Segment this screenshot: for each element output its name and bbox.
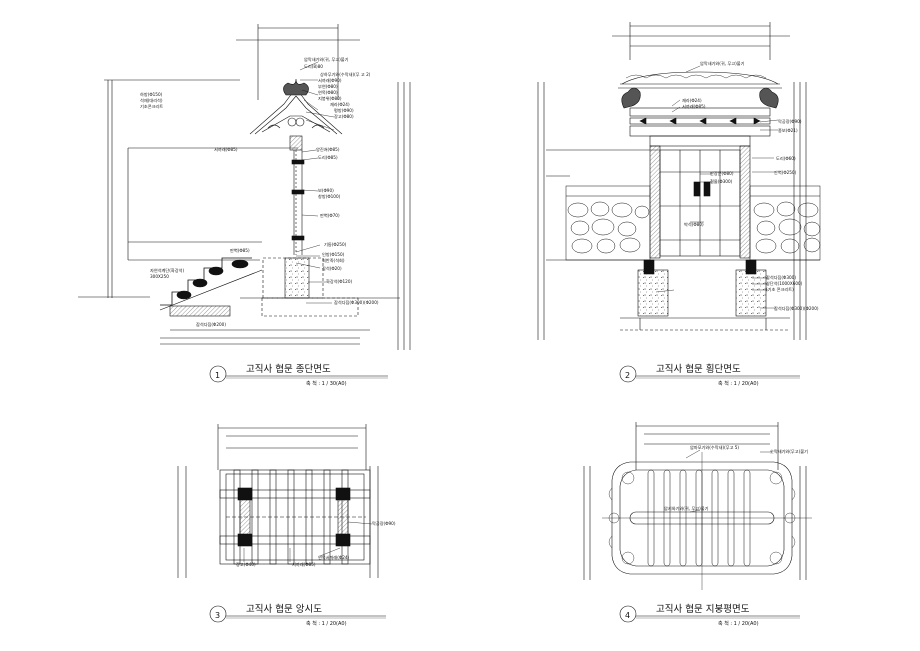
drawing-1-title: 고직사 협문 종단면도: [246, 363, 331, 375]
label-1-3: 서까래(Φ90): [318, 77, 342, 84]
label-2-6: 판벽(Φ250): [774, 169, 797, 176]
label-1-15: 판벽(Φ70): [320, 212, 340, 219]
drawing-3-number: 3: [215, 611, 220, 620]
label-4-0: 암마모기와(수막새)(무고 5): [690, 444, 739, 451]
label-1-17: 기둥(Φ250): [324, 241, 347, 248]
drawing-3-title: 고직사 협문 앙시도: [246, 603, 322, 615]
label-1-4: 부연(Φ80): [318, 83, 338, 90]
drawing-1-labels: 암막새기와(귀, 무고)불기 도리(8)80 상하무기와(수막새)(무 고 2)…: [150, 56, 379, 328]
label-2-1: 재라(Φ24): [682, 97, 702, 104]
label-1-18: 인방(Φ150): [322, 251, 345, 257]
label-2-12: (기초 콘크리트): [766, 286, 794, 293]
drawing-1-number: 1: [215, 371, 220, 380]
label-1-14: 창방(Φ100): [318, 193, 341, 199]
drawing-2-scale: 축 척 : 1 / 20(A0): [718, 380, 759, 387]
drawing-1-longitudinal-section: [78, 24, 411, 350]
label-1-23: 화강석(Φ120): [326, 278, 352, 285]
label-4-2: 암키와기와(귀, 무고)불기: [664, 505, 709, 512]
drawing-4-number: 4: [625, 611, 630, 620]
label-2-8: 철물(Φ300): [710, 178, 733, 184]
drawing-2-transverse-section: [537, 22, 821, 340]
label-4-1: 숫막새기와(무고)불기: [770, 448, 808, 455]
label-1-7: 재라(Φ24): [330, 101, 350, 108]
drawing-2-labels: 암막새기와(귀, 무고)불기 재라(Φ24) 서까래(Φ85) 막공장(Φ90)…: [682, 60, 819, 312]
drawing-3-scale: 축 척 : 1 / 20(A0): [306, 620, 347, 627]
label-1-21: 자연석계단(화강석): [150, 267, 184, 274]
label-3-1: 장고(Φ40): [236, 561, 256, 567]
label-1-24: 잡석다짐(Φ300)(Φ200): [334, 299, 379, 306]
drawing-3-reflected-ceiling: [177, 424, 379, 578]
drawing-3-labels: 막공장(Φ90) 장고(Φ40) 서까래(Φ85) 연목서까래(Φ24): [236, 520, 396, 568]
label-3-2: 서까래(Φ85): [292, 561, 316, 568]
label-1-8: 평방(Φ90): [334, 107, 354, 113]
drawing-4-title-block: 4 고직사 협문 지붕평면도 축 척 : 1 / 20(A0): [619, 603, 800, 627]
label-2-9: 박석(Φ80): [684, 221, 704, 228]
label-1-1: 도리(8)80: [304, 63, 323, 70]
drawing-2-number: 2: [625, 371, 630, 380]
drawing-3-title-block: 3 고직사 협문 앙시도 축 척 : 1 / 20(A0): [209, 603, 386, 627]
drawing-4-scale: 축 척 : 1 / 20(A0): [718, 620, 759, 627]
label-1-20: 잡석(Φ20): [322, 265, 342, 272]
drawing-2-title-block: 2 고직사 협문 횡단면도 축 척 : 1 / 20(A0): [619, 363, 800, 387]
label-2-11: 상단석(1000X600): [766, 280, 803, 287]
label-1-0: 암막새기와(귀, 무고)불기: [304, 56, 349, 63]
label-1-13: 보(Φ90): [318, 188, 334, 193]
label-1-16: 판벽(Φ85): [230, 247, 250, 254]
label-2-2: 서까래(Φ85): [682, 103, 706, 110]
label-1-5: 연목(Φ80): [318, 89, 338, 96]
label-2-0: 암막새기와(귀, 무고)불기: [700, 60, 745, 67]
drawing-1-title-block: 1 고직사 협문 종단면도 축 척 : 1 / 30(A0): [209, 363, 388, 387]
label-1-extra-27: 기초콘크리트: [140, 103, 163, 110]
label-1-2: 상하무기와(수막새)(무 고 2): [320, 71, 371, 78]
label-1-9: 장고(Φ80): [334, 113, 354, 119]
label-1-10: 서까래(Φ85): [214, 146, 238, 153]
label-3-3: 연목서까래(Φ24): [318, 554, 350, 561]
label-1-extra-26: 석재(대리석): [140, 97, 163, 104]
label-2-5: 도리(Φ60): [776, 155, 796, 162]
label-1-25: 잡석다짐(Φ200): [196, 321, 226, 328]
label-1-12: 도리(Φ85): [318, 154, 338, 161]
drawing-4-roof-plan: [583, 422, 812, 590]
label-2-3: 막공장(Φ90): [778, 118, 802, 125]
label-1-6: 지붕위(Φ80): [318, 95, 342, 102]
label-1-19: 회반죽(석회): [322, 257, 345, 264]
label-2-7: 판장문(Φ80): [710, 170, 734, 176]
drawing-4-title: 고직사 협문 지붕평면도: [656, 603, 750, 615]
drawing-2-title: 고직사 협문 횡단면도: [656, 363, 741, 375]
label-2-13: 잡석다짐(Φ300)(Φ200): [774, 305, 819, 312]
label-1-22: 300X250: [150, 274, 169, 279]
label-3-0: 막공장(Φ90): [372, 520, 396, 527]
drawing-4-labels: 암마모기와(수막새)(무고 5) 숫막새기와(무고)불기 암키와기와(귀, 무고…: [664, 444, 808, 512]
drawing-1-scale: 축 척 : 1 / 30(A0): [306, 380, 347, 387]
label-1-extra-25: 하방(Φ150): [140, 91, 163, 98]
label-1-11: 양진쳐(Φ85): [316, 146, 340, 153]
label-2-4: 종보(Φ21): [778, 128, 798, 133]
label-2-10: 잡석다짐(Φ300): [766, 274, 796, 281]
